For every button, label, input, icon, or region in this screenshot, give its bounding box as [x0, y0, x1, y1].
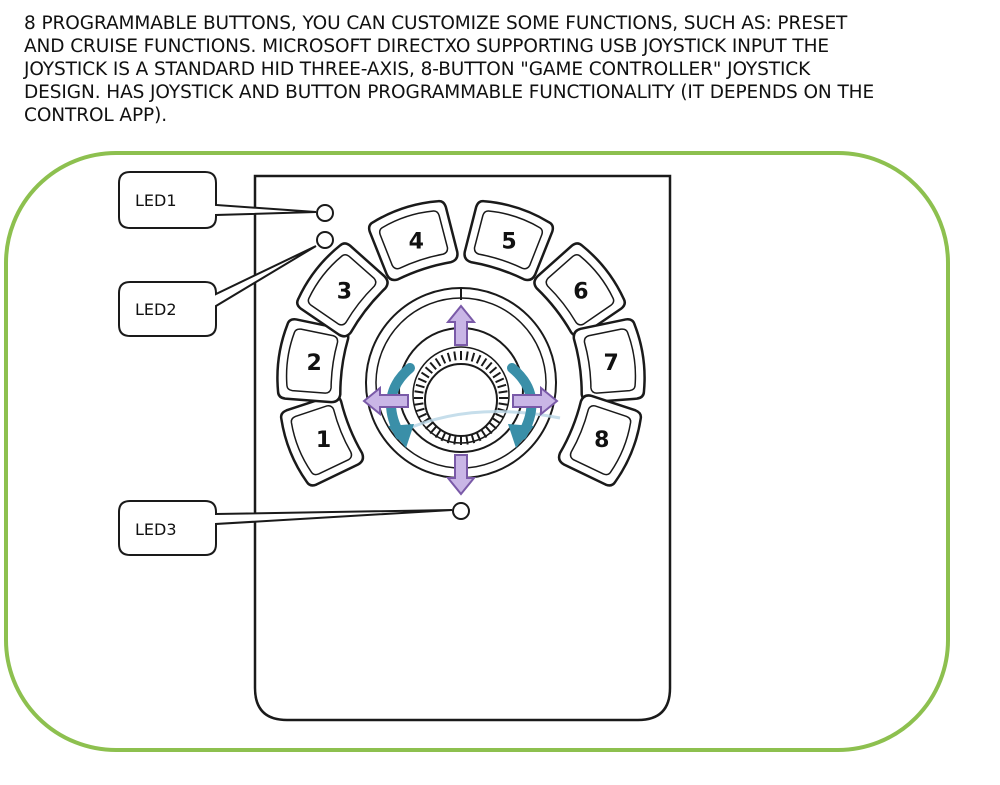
description-line: DESIGN. HAS JOYSTICK AND BUTTON PROGRAMM…	[24, 82, 875, 103]
led3-label: LED3	[135, 520, 177, 539]
button-5[interactable]: 5	[459, 196, 555, 283]
button-label: 7	[604, 351, 619, 376]
led2-indicator	[316, 231, 334, 249]
led3-indicator	[452, 502, 470, 520]
joystick[interactable]	[365, 287, 561, 479]
led1-indicator	[316, 204, 334, 222]
programmable-buttons: 1 2 3 4 5 6 7 8	[273, 196, 648, 489]
button-label: 8	[594, 428, 609, 453]
button-4[interactable]: 4	[366, 196, 462, 283]
button-label: 3	[337, 280, 352, 305]
button-8[interactable]: 8	[555, 390, 646, 489]
arrow-down-icon	[445, 454, 477, 496]
description: 8 PROGRAMMABLE BUTTONS, YOU CAN CUSTOMIZ…	[24, 12, 984, 127]
description-line: AND CRUISE FUNCTIONS. MICROSOFT DIRECTXO…	[24, 36, 829, 57]
button-7[interactable]: 7	[572, 318, 648, 406]
arrow-up-icon	[445, 304, 477, 346]
button-label: 5	[501, 229, 516, 254]
joystick-knob	[424, 363, 498, 437]
arrow-right-icon	[512, 385, 559, 417]
diagram-frame	[4, 151, 950, 752]
arrow-left-icon	[362, 385, 409, 417]
button-label: 1	[316, 428, 331, 453]
description-line: 8 PROGRAMMABLE BUTTONS, YOU CAN CUSTOMIZ…	[24, 13, 848, 34]
button-6[interactable]: 6	[529, 238, 630, 342]
led1-label: LED1	[135, 191, 177, 210]
button-label: 6	[573, 280, 588, 305]
callout-led1: LED1	[118, 171, 317, 229]
button-2[interactable]: 2	[273, 318, 350, 406]
button-1[interactable]: 1	[275, 390, 366, 489]
callout-led3: LED3	[118, 500, 453, 556]
button-label: 4	[409, 229, 424, 254]
button-3[interactable]: 3	[291, 238, 392, 342]
description-line: JOYSTICK IS A STANDARD HID THREE-AXIS, 8…	[24, 59, 811, 80]
callout-led2: LED2	[118, 245, 317, 337]
description-line: CONTROL APP).	[24, 105, 167, 126]
button-label: 2	[307, 351, 322, 376]
joystick-grip-ridges	[414, 351, 508, 445]
led2-label: LED2	[135, 300, 177, 319]
